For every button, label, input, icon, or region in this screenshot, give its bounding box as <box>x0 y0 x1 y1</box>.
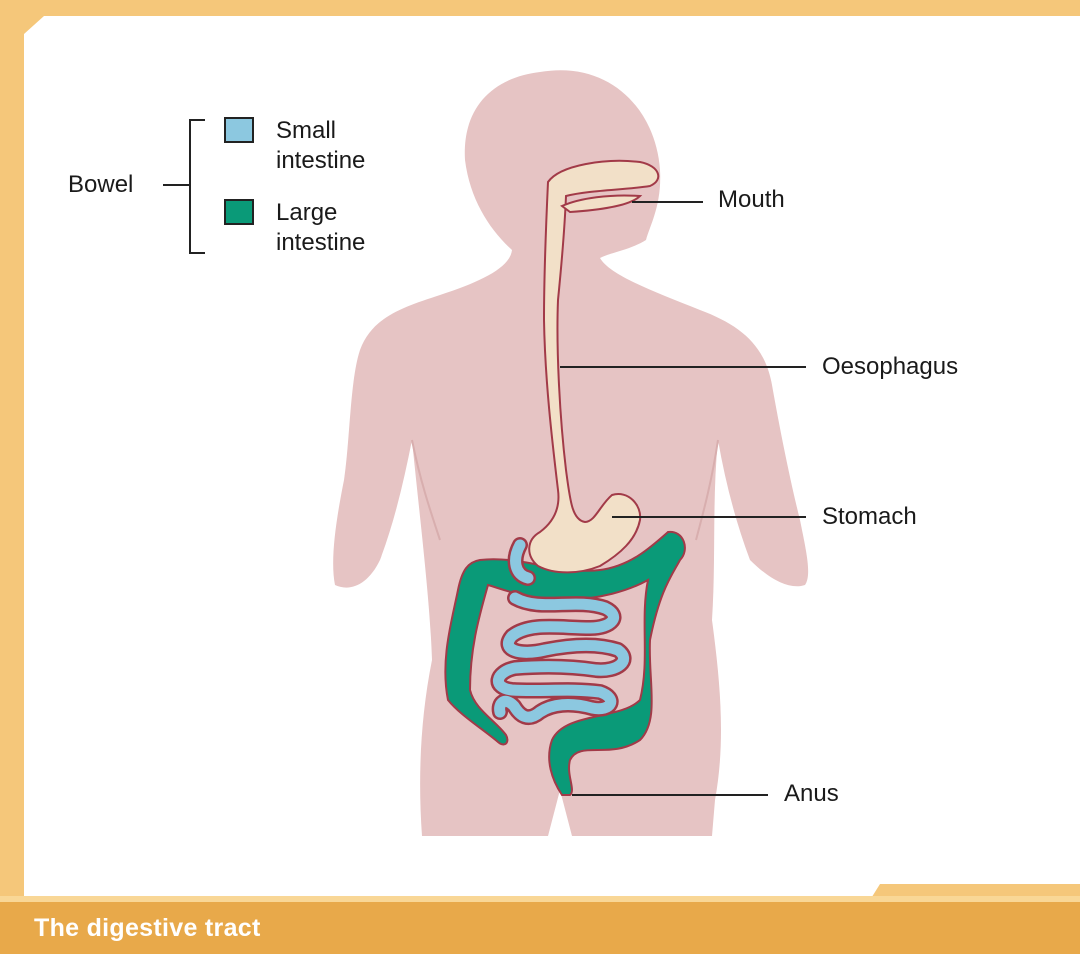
legend-large-intestine-label-line1: Large <box>276 198 337 228</box>
stomach-label: Stomach <box>822 502 917 532</box>
legend-swatch-small-intestine <box>225 118 253 142</box>
oesophagus-label: Oesophagus <box>822 352 958 382</box>
anus-label: Anus <box>784 779 839 809</box>
legend-small-intestine-label-line2: intestine <box>276 146 365 176</box>
diagram-caption: The digestive tract <box>34 914 261 943</box>
legend-group-label: Bowel <box>68 170 133 200</box>
legend-large-intestine-label-line2: intestine <box>276 228 365 258</box>
mouth-label: Mouth <box>718 185 785 215</box>
legend-swatch-large-intestine <box>225 200 253 224</box>
legend-small-intestine-label-line1: Small <box>276 116 336 146</box>
legend-graphics <box>163 118 253 253</box>
